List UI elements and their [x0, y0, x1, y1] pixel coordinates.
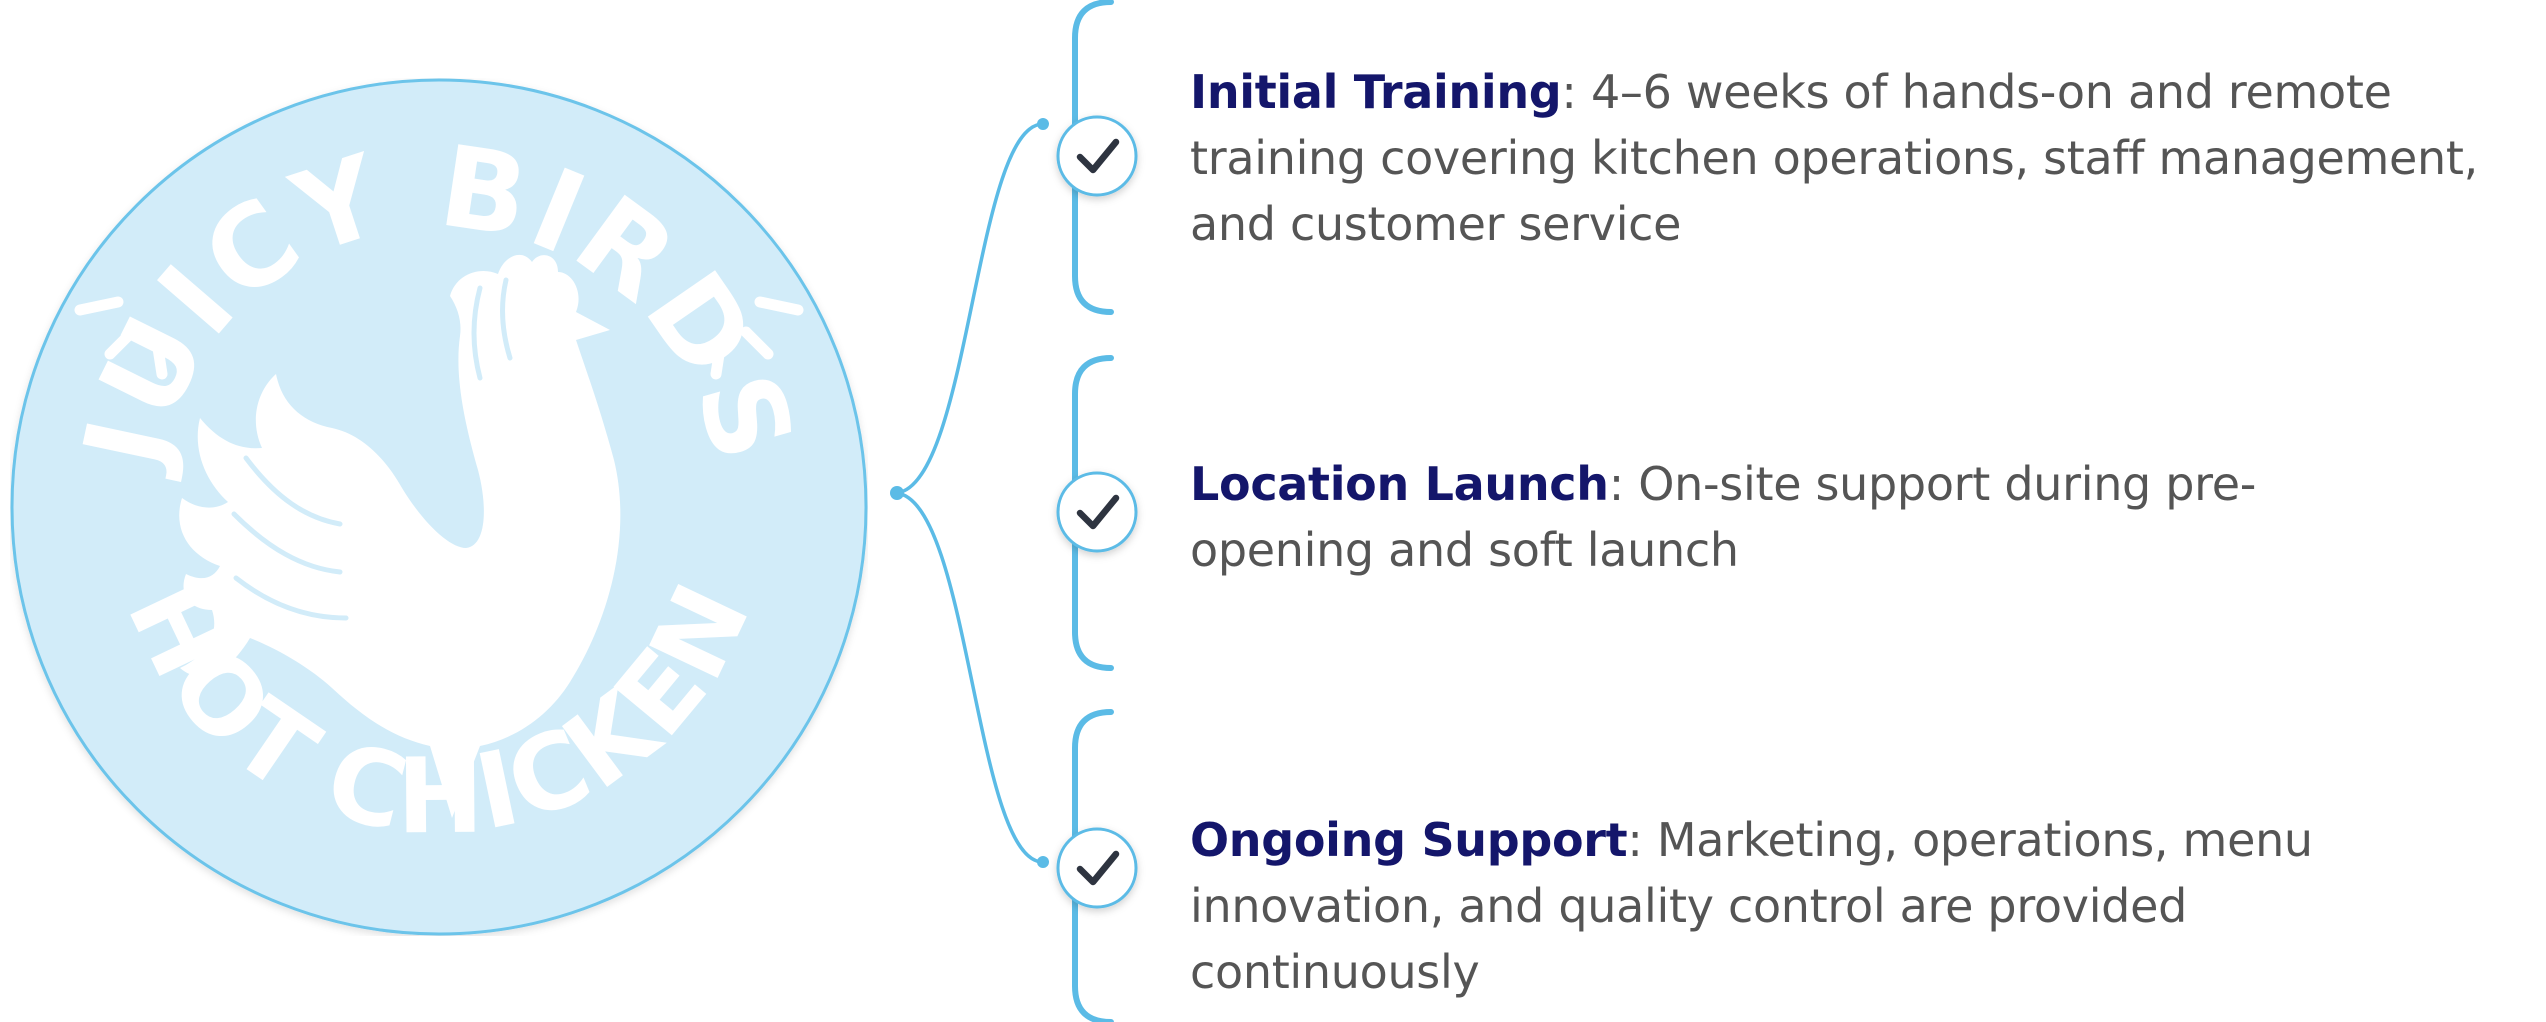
item-location-launch: Location Launch: On-site support during …: [1190, 457, 2257, 577]
connector-curve-1: [896, 122, 1044, 495]
rooster-feather-lines: [231, 277, 513, 621]
check-circle-3: [1056, 827, 1138, 909]
item-body: 4–6 weeks of hands-on and remote trainin…: [1190, 65, 2478, 251]
item-title: Initial Training: [1190, 65, 1562, 119]
bracket-line-3: [1072, 709, 1114, 1022]
connector-curve-3: [896, 491, 1044, 864]
rooster-icon: [179, 254, 621, 818]
check-icon: [1076, 850, 1120, 886]
item-ongoing-support: Ongoing Support: Marketing, operations, …: [1190, 813, 2313, 999]
logo-rays: [74, 296, 804, 380]
check-circle-2: [1056, 471, 1138, 553]
connector-hub-dot: [890, 486, 904, 500]
item-body: On-site support during pre-opening and s…: [1190, 457, 2257, 577]
item-title: Location Launch: [1190, 457, 1609, 511]
item-title: Ongoing Support: [1190, 813, 1628, 867]
juicy-birds-logo: JUICY BIRDS HOT CHICKEN: [10, 78, 868, 936]
bracket-line-2: [1072, 355, 1114, 671]
item-body: Marketing, operations, menu innovation, …: [1190, 813, 2313, 999]
connector-end-dot-1: [1037, 118, 1049, 130]
item-initial-training: Initial Training: 4–6 weeks of hands-on …: [1190, 65, 2478, 251]
bracket-line-1: [1072, 0, 1114, 315]
check-icon: [1076, 494, 1120, 530]
connector-end-dot-3: [1037, 856, 1049, 868]
check-icon: [1076, 138, 1120, 174]
check-circle-1: [1056, 115, 1138, 197]
logo-badge-circle: [10, 78, 868, 936]
